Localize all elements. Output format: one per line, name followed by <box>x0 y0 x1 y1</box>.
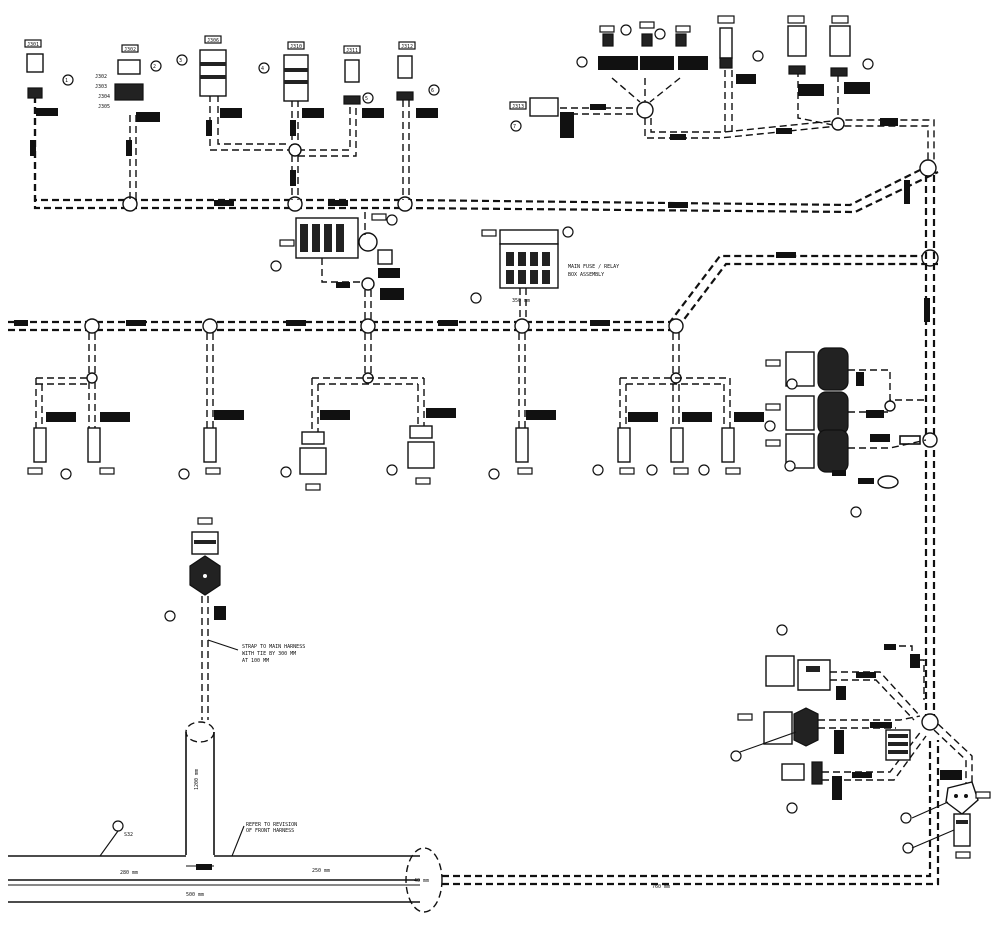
connector-j310: J310 4 <box>258 41 324 118</box>
splice-node <box>919 159 937 177</box>
svg-text:MAIN FUSE / RELAY: MAIN FUSE / RELAY <box>568 264 619 270</box>
splice-node <box>287 196 303 212</box>
callout-number: 2 <box>153 64 156 70</box>
connector-j306: J306 3 <box>176 35 242 118</box>
connector-tag: J302 <box>124 47 136 53</box>
splice-node <box>84 318 100 334</box>
callout-number: 5 <box>365 96 368 102</box>
connector-tag: J301 <box>27 42 39 48</box>
top-right-cluster: 7 J313 <box>509 15 935 160</box>
connector-tag: J312 <box>401 44 413 50</box>
middle-trunk <box>8 249 939 334</box>
middle-fuse-module <box>270 212 404 300</box>
callout-number: 1 <box>65 78 68 84</box>
right-triple-connectors <box>764 347 927 518</box>
splice-node <box>86 372 98 384</box>
callout-number: 7 <box>513 124 516 130</box>
svg-text:AT 100 MM: AT 100 MM <box>242 658 269 664</box>
svg-text:500 mm: 500 mm <box>186 892 204 898</box>
lower-right-cluster <box>730 624 991 859</box>
splice-node <box>884 400 896 412</box>
connector-tag: J306 <box>207 38 219 44</box>
connector-tag: J313 <box>512 104 524 110</box>
bottom-main-conduit: 40 mm 280 mm 250 mm 500 mm S32 REFER TO … <box>8 740 940 913</box>
svg-text:S32: S32 <box>124 832 133 838</box>
connector-j302: J302 2 J302 J303 J304 J305 <box>95 44 162 122</box>
connector-j301: J301 1 <box>24 39 74 116</box>
dimension-labels <box>14 104 898 326</box>
svg-text:BOX ASSEMBLY: BOX ASSEMBLY <box>568 272 604 278</box>
svg-text:1200 mm: 1200 mm <box>194 769 200 790</box>
connector-tag: J311 <box>346 48 358 54</box>
top-trunk <box>33 96 939 214</box>
splice-node <box>397 196 413 212</box>
inline-connector <box>529 97 559 117</box>
right-fuse-block: MAIN FUSE / RELAY BOX ASSEMBLY 350 mm <box>470 226 619 322</box>
middle-drops <box>27 333 764 491</box>
note-text: WITH TIE BY 300 MM <box>242 651 296 657</box>
svg-text:J303: J303 <box>95 84 107 90</box>
callout-number: 6 <box>431 88 434 94</box>
svg-text:J305: J305 <box>98 104 110 110</box>
note-text: STRAP TO MAIN HARNESS <box>242 644 305 650</box>
svg-text:REFER TO REVISION: REFER TO REVISION <box>246 822 297 828</box>
callout-number: 3 <box>179 58 182 64</box>
splice-node <box>514 318 530 334</box>
splice-node <box>921 713 939 731</box>
svg-text:J304: J304 <box>98 94 110 100</box>
splice-node <box>922 432 938 448</box>
splice-node <box>831 117 845 131</box>
splice-node <box>636 101 654 119</box>
svg-text:350 mm: 350 mm <box>512 298 530 304</box>
connector-j312: J312 6 <box>396 41 440 118</box>
callout-number: 4 <box>261 66 264 72</box>
splice-node <box>668 318 684 334</box>
svg-text:J302: J302 <box>95 74 107 80</box>
lower-left-harness: STRAP TO MAIN HARNESS WITH TIE BY 300 MM… <box>164 517 305 855</box>
svg-text:250 mm: 250 mm <box>312 868 330 874</box>
connector-tag: J310 <box>290 44 302 50</box>
splice-node <box>288 143 302 157</box>
right-vertical-trunk <box>904 175 939 731</box>
splice-node <box>360 318 376 334</box>
splice-node <box>921 249 939 267</box>
svg-text:760 mm: 760 mm <box>652 884 670 890</box>
svg-text:40 mm: 40 mm <box>414 878 429 884</box>
splice-node <box>122 196 138 212</box>
svg-text:280 mm: 280 mm <box>120 870 138 876</box>
splice-node <box>202 318 218 334</box>
splice-node <box>361 277 375 291</box>
connector-j311: J311 5 <box>343 45 384 118</box>
svg-text:OF FRONT HARNESS: OF FRONT HARNESS <box>246 828 294 834</box>
top-left-branches <box>129 95 410 200</box>
